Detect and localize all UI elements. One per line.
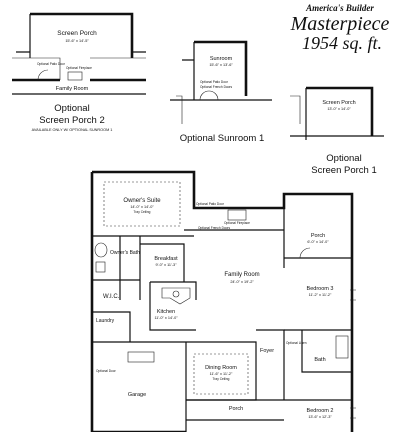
kitchen-sink [172,290,180,298]
wic-name: W.I.C. [103,294,120,300]
kitchen-name: Kitchen [157,309,175,315]
porch1-room-name: Screen Porch [322,100,355,106]
family-room-dim: 24'-0" x 19'-2" [230,280,254,284]
owners-suite-note: Tray Ceiling [134,210,151,214]
owners-bath-shower [95,261,106,273]
laundry-name: Laundry [96,318,115,324]
sunroom-french-door-swing [199,90,219,101]
porch-dim: 6'-0" x 14'-0" [307,240,329,244]
family-room-fireplace [227,209,247,221]
porch2-door-swing [37,69,49,81]
breakfast-walls [140,243,185,282]
porch2-fireplace [67,71,83,81]
owners-bath-walls [92,236,141,300]
porch1-heading-line2: Screen Porch 1 [311,165,376,176]
dining-tray-ceiling [193,353,249,395]
porch-name: Porch [311,233,325,239]
suite-patio-door-tag: Optional Patio Door [196,202,225,206]
owners-suite-tray-ceiling [103,181,181,227]
plan-area: 1954 sq. ft. [302,33,382,53]
bedroom2-dim: 13'-6" x 12'-3" [308,415,332,419]
sunroom-room-name: Sunroom [210,56,233,62]
east-window-marks [350,289,356,419]
bedroom3-dim: 11'-2" x 11'-2" [309,293,332,297]
porch2-heading-line1: Optional [54,103,89,114]
porch2-heading-line2: Screen Porch 2 [39,115,104,126]
owners-bath-name: Owner's Bath [110,250,140,256]
option-sunroom-1: Sunroom 15'-6" x 13'-6" Optional Patio D… [170,40,272,144]
kitchen-walls [149,281,197,331]
porch2-step [12,57,146,80]
porch2-fireplace-tag: Optional Fireplace [66,66,92,70]
hall-bath-name: Bath [314,357,325,363]
brand-tagline: America's Builder [305,3,374,13]
foyer-name: Foyer [260,348,274,354]
bedroom3-door-swing [299,247,311,259]
sunroom-door-tag: Optional Patio Door [200,80,229,84]
family-fireplace-tag: Optional Fireplace [224,221,250,225]
option-screen-porch-2: Screen Porch 15'-6" x 14'-5" Optional Pa… [12,12,146,132]
brand-block: America's Builder Masterpiece 1954 sq. f… [290,3,390,53]
sunroom-outer-wall [194,40,248,96]
dining-room-walls [186,341,257,401]
hall-bath-walls [301,330,352,373]
breakfast-name: Breakfast [154,256,178,262]
porch2-family-room-name: Family Room [56,86,89,92]
owners-suite-dim: 14'-0" x 14'-0" [130,205,154,209]
main-floor-plan: Owner's Suite 14'-0" x 14'-0" Tray Ceili… [90,170,356,432]
front-porch-walls [186,399,284,421]
porch1-left-stub [290,95,301,124]
bedroom3-name: Bedroom 3 [307,286,334,292]
bedroom2-name: Bedroom 2 [307,408,334,414]
hall-bath-tub [335,335,349,359]
porch1-room-dim: 13'-0" x 14'-0" [327,107,351,111]
porch1-heading-line1: Optional [326,153,361,164]
owners-suite-name: Owner's Suite [123,198,161,204]
foyer-walls [256,329,285,400]
sunroom-lower-wall [176,95,183,124]
garage-name: Garage [128,392,146,398]
porch2-room-dim: 15'-6" x 14'-5" [65,39,89,43]
garage-storage [127,351,155,363]
dining-room-name: Dining Room [205,365,237,371]
east-wing-walls [283,194,352,331]
kitchen-dim: 11'-0" x 14'-0" [154,316,178,320]
porch1-outer-wall [306,86,374,136]
sunroom-room-dim: 15'-6" x 13'-6" [209,63,233,67]
garage-door-tag: Optional Door [96,369,117,373]
family-room-name: Family Room [224,272,259,278]
porch2-door-tag: Optional Patio Door [37,62,66,66]
breakfast-dim: 9'-0" x 11'-3" [156,263,178,267]
family-french-door-tag: Optional French Doors [198,226,230,230]
dining-room-dim: 11'-6" x 11'-2" [210,372,233,376]
sunroom-heading: Optional Sunroom 1 [180,133,265,144]
owners-bath-tub [94,242,108,258]
sunroom-french-door-tag: Optional French Doors [200,85,232,89]
plan-name: Masterpiece [290,13,390,35]
porch2-outer-wall [30,12,134,58]
hall-linen-tag: Optional Linen [286,341,307,345]
front-porch-name: Porch [229,406,243,412]
porch2-room-name: Screen Porch [57,30,97,37]
dining-room-note: Tray Ceiling [213,377,230,381]
laundry-walls [92,311,131,342]
option-screen-porch-1: Screen Porch 13'-0" x 14'-0" Optional Sc… [290,86,384,176]
sunroom-left-wall [182,42,195,100]
porch2-availability-note: AVAILABLE ONLY W/ OPTIONAL SUNROOM 1 [32,128,113,132]
